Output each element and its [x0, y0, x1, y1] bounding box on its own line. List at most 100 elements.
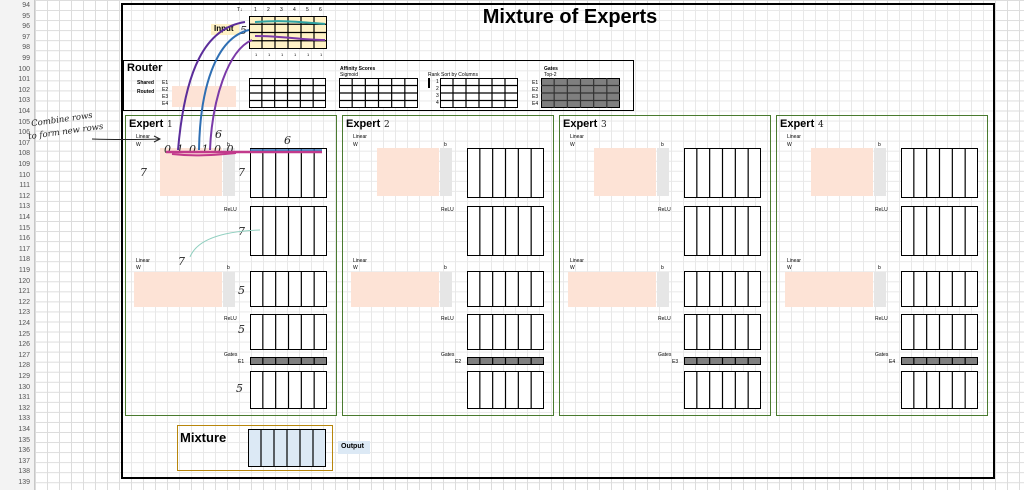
gates-matrix	[541, 78, 620, 108]
row-number[interactable]: 130	[18, 383, 30, 391]
row-number[interactable]: 134	[18, 426, 30, 433]
row-number[interactable]: 108	[18, 150, 30, 158]
row-number[interactable]: 102	[18, 86, 30, 94]
row-number[interactable]: 129	[18, 373, 30, 380]
affinity-scores-label: Affinity Scores	[340, 66, 376, 72]
expert-b1-vector	[657, 148, 669, 196]
expert-w1-matrix	[377, 148, 439, 196]
row-number[interactable]: 123	[18, 309, 30, 317]
affinity-sigmoid-label: Sigmoid	[340, 72, 359, 78]
input-label: Input	[214, 24, 234, 33]
expert-title: Expert	[563, 118, 598, 130]
sort-by-columns-label: Sort by Columns	[441, 72, 478, 78]
row-number[interactable]: 104	[18, 108, 30, 115]
row-number[interactable]: 135	[18, 436, 30, 444]
expert-hidden2-matrix	[250, 271, 327, 307]
expert-hidden2-matrix	[684, 271, 761, 307]
row-number[interactable]: 96	[22, 23, 30, 31]
row-number[interactable]: 103	[18, 97, 30, 105]
row-number[interactable]: 139	[18, 479, 30, 486]
input-col-tick: 1	[320, 52, 323, 57]
row-number[interactable]: 115	[18, 224, 30, 232]
row-number[interactable]: 128	[18, 362, 30, 370]
row-number[interactable]: 138	[18, 468, 30, 476]
expert-b1-label: b	[878, 142, 881, 148]
row-number[interactable]: 121	[18, 288, 30, 296]
expert-w1-label: W	[570, 142, 575, 148]
expert-b1-label: b	[444, 142, 447, 148]
expert-w1-matrix	[594, 148, 656, 196]
expert-hidden1-matrix	[467, 148, 544, 198]
expert-hidden1-matrix	[901, 148, 978, 198]
gates-expert-label: E1	[532, 80, 539, 86]
expert-number: 2	[384, 120, 390, 130]
expert-relu2-matrix	[467, 314, 544, 350]
row-number[interactable]: 112	[18, 192, 30, 200]
row-number[interactable]: 97	[22, 33, 30, 41]
row-number[interactable]: 94	[22, 2, 30, 9]
row-number[interactable]: 124	[18, 320, 30, 327]
routing-curve-purple-1	[177, 21, 246, 151]
annotation-7-a: 7	[140, 166, 147, 179]
router-routed-label: Routed	[137, 89, 155, 95]
row-number[interactable]: 133	[18, 415, 30, 423]
router-expert-label: E2	[162, 87, 169, 93]
row-number[interactable]: 95	[22, 12, 30, 20]
row-number[interactable]: 127	[18, 351, 30, 359]
expert-w1-matrix	[811, 148, 873, 196]
row-number[interactable]: 116	[18, 235, 30, 243]
row-number[interactable]: 137	[18, 457, 30, 465]
note-arrow	[91, 138, 161, 140]
expert-b1-vector	[874, 148, 886, 196]
expert-linear2-label: Linear	[787, 258, 801, 264]
row-number[interactable]: 122	[18, 298, 30, 306]
row-number[interactable]: 119	[18, 267, 30, 274]
routing-curve-purple-2	[209, 39, 253, 151]
expert-gates-label: Gates	[875, 352, 889, 358]
row-number[interactable]: 120	[18, 277, 30, 285]
row-number[interactable]: 114	[18, 214, 30, 221]
expert-relu1-matrix	[684, 206, 761, 256]
input-header-corner: T↓	[237, 7, 243, 13]
row-number[interactable]: 99	[22, 55, 30, 62]
expert-b1-label: b	[227, 142, 230, 148]
expert-gates-label: Gates	[658, 352, 672, 358]
expert-relu1-label: ReLU	[441, 207, 454, 213]
router-shared-label: Shared	[137, 80, 154, 86]
expert-w2-label: W	[136, 265, 141, 271]
row-number[interactable]: 106	[18, 129, 30, 137]
input-col-tick: 1	[255, 52, 258, 57]
input-col-tick: 1	[294, 52, 297, 57]
row-number[interactable]: 110	[18, 171, 30, 179]
row-number[interactable]: 125	[18, 330, 30, 338]
row-number[interactable]: 118	[18, 256, 30, 264]
row-number[interactable]: 136	[18, 447, 30, 455]
row-number[interactable]: 109	[18, 161, 30, 168]
row-number[interactable]: 113	[18, 203, 30, 211]
row-number[interactable]: 131	[18, 394, 30, 402]
annotation-underline	[171, 152, 237, 157]
expert-gate-row	[467, 357, 544, 365]
row-number[interactable]: 107	[18, 139, 30, 147]
expert-relu2-label: ReLU	[224, 316, 237, 322]
gates-expert-label: E2	[532, 87, 539, 93]
row-header-column: 94 95 96 97 98 99 100 101 102 103 104 105 106 107 108 1…	[0, 0, 35, 490]
row-number[interactable]: 111	[19, 182, 30, 190]
row-number[interactable]: 126	[18, 341, 30, 349]
routing-curve-purple-3	[254, 35, 326, 41]
row-number[interactable]: 101	[18, 76, 30, 84]
row-number[interactable]: 105	[18, 118, 30, 126]
row-number[interactable]: 132	[18, 404, 30, 412]
row-number[interactable]: 117	[18, 245, 30, 253]
row-number[interactable]: 98	[22, 44, 30, 52]
gates-expert-label: E3	[532, 94, 539, 100]
annotation-5-c: 5	[236, 382, 243, 395]
expert-relu2-label: ReLU	[658, 316, 671, 322]
gates-label: Gates	[544, 66, 558, 72]
rank-value: 2	[436, 86, 439, 92]
row-number[interactable]: 100	[18, 65, 30, 73]
expert-hidden2-matrix	[467, 271, 544, 307]
expert-w1-label: W	[353, 142, 358, 148]
